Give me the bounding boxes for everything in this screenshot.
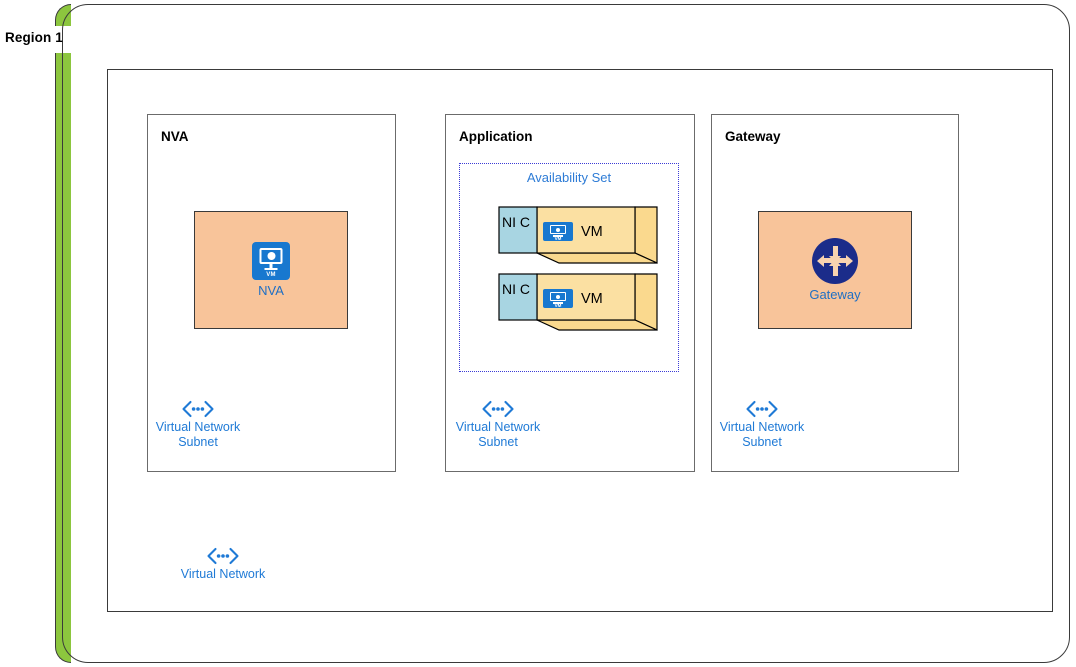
subnet-nva-footer-caption: Virtual Network Subnet: [155, 420, 241, 449]
virtual-network-footer: Virtual Network: [143, 547, 303, 582]
vm-3d-box[interactable]: NI C VM VM: [497, 205, 669, 279]
subnet-application-title: Application: [459, 129, 533, 144]
router-arrow-top-shaft: [832, 245, 838, 257]
region-label: Region 1: [5, 30, 63, 45]
vm-label: VM: [581, 223, 603, 240]
vm-body-content: VM VM: [543, 222, 603, 241]
vm-body-content: VM VM: [543, 289, 603, 308]
subnet-application-footer-caption: Virtual Network Subnet: [455, 420, 541, 449]
nva-resource-box[interactable]: VM NVA: [194, 211, 348, 329]
router-arrow-left-head: [817, 254, 824, 267]
subnet-gateway-footer: Virtual Network Subnet: [682, 400, 842, 450]
vm-icon-globe: [267, 251, 275, 260]
vm-icon-monitor: [550, 225, 566, 234]
virtual-network-icon: [746, 400, 778, 418]
vm-icon-base: [553, 235, 563, 237]
vm-icon-stand: [269, 263, 273, 268]
virtual-network-footer-caption: Virtual Network: [180, 567, 266, 581]
vm-icon: VM: [543, 289, 573, 308]
subnet-nva-footer: Virtual Network Subnet: [118, 400, 278, 450]
vm-icon-monitor: [550, 292, 566, 301]
virtual-network-icon: [482, 400, 514, 418]
vm-icon-badge: VM: [554, 235, 562, 241]
virtual-network-icon: [207, 547, 239, 565]
availability-set-title: Availability Set: [526, 170, 612, 185]
vm-icon-globe: [556, 227, 560, 232]
subnet-nva-title: NVA: [161, 129, 189, 144]
virtual-network-icon: [182, 400, 214, 418]
vm-3d-box[interactable]: NI C VM VM: [497, 272, 669, 346]
router-arrow-left-shaft: [824, 258, 835, 264]
vm-icon: VM: [543, 222, 573, 241]
nic-label: NI C: [502, 214, 530, 230]
availability-set-container: Availability Set: [459, 163, 679, 372]
gateway-resource-label: Gateway: [809, 286, 861, 302]
subnet-gateway-footer-caption: Virtual Network Subnet: [719, 420, 805, 449]
nva-resource-label: NVA: [258, 282, 284, 298]
region-accent-notch: [53, 26, 73, 53]
router-arrow-right-shaft: [835, 258, 846, 264]
vm-label: VM: [581, 290, 603, 307]
router-arrow-right-head: [846, 254, 853, 267]
gateway-resource-box[interactable]: Gateway: [758, 211, 912, 329]
vm-icon-base: [553, 302, 563, 304]
region-frame: [62, 4, 1070, 663]
vm-icon-badge: VM: [266, 271, 276, 278]
router-icon: [812, 237, 858, 284]
vm-3d-shape: [498, 273, 658, 331]
router-arrow-bottom-shaft: [832, 264, 838, 276]
vm-icon-badge: VM: [554, 302, 562, 308]
subnet-gateway-title: Gateway: [725, 129, 781, 144]
vm-icon-monitor: [259, 247, 283, 264]
vm-3d-shape: [498, 206, 658, 264]
vm-icon-base: [264, 267, 278, 270]
nic-label: NI C: [502, 281, 530, 297]
vm-icon-globe: [556, 294, 560, 299]
subnet-application-footer: Virtual Network Subnet: [418, 400, 578, 450]
vm-icon: VM: [252, 241, 290, 280]
